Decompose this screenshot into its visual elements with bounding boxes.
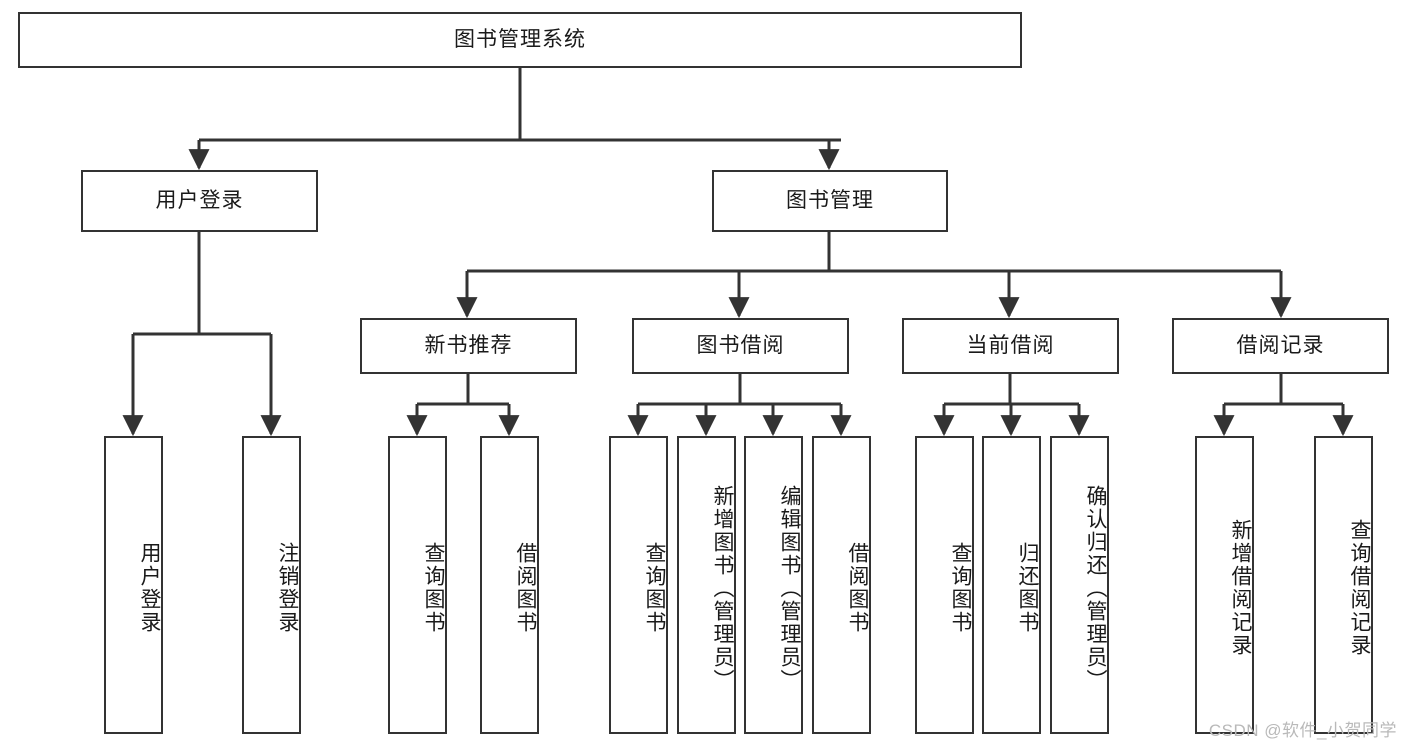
- node-book-manage[interactable]: 图书管理: [712, 170, 948, 232]
- leaf-add-borrow-record[interactable]: 新增借阅记录: [1195, 436, 1254, 734]
- leaf-borrow-book-2-label: 借阅图书: [846, 542, 869, 634]
- leaf-query-borrow-record-label: 查询借阅记录: [1348, 519, 1371, 657]
- node-current-borrow-label: 当前借阅: [966, 334, 1055, 358]
- leaf-query-book-3-label: 查询图书: [949, 542, 972, 634]
- node-borrow-record-label: 借阅记录: [1236, 334, 1325, 358]
- leaf-logout[interactable]: 注销登录: [242, 436, 301, 734]
- leaf-query-borrow-record[interactable]: 查询借阅记录: [1314, 436, 1373, 734]
- leaf-query-book-1[interactable]: 查询图书: [388, 436, 447, 734]
- node-new-book-recommendation[interactable]: 新书推荐: [360, 318, 577, 374]
- leaf-query-book-1-label: 查询图书: [422, 542, 445, 634]
- node-borrow-record[interactable]: 借阅记录: [1172, 318, 1389, 374]
- leaf-borrow-book-2[interactable]: 借阅图书: [812, 436, 871, 734]
- leaf-add-book[interactable]: 新增图书（管理员）: [677, 436, 736, 734]
- leaf-user-login[interactable]: 用户登录: [104, 436, 163, 734]
- leaf-edit-book[interactable]: 编辑图书（管理员）: [744, 436, 803, 734]
- leaf-query-book-2[interactable]: 查询图书: [609, 436, 668, 734]
- leaf-borrow-book-1-label: 借阅图书: [514, 542, 537, 634]
- leaf-borrow-book-1[interactable]: 借阅图书: [480, 436, 539, 734]
- leaf-logout-label: 注销登录: [276, 542, 299, 634]
- leaf-confirm-return-label: 确认归还（管理员）: [1084, 484, 1107, 692]
- node-user-login[interactable]: 用户登录: [81, 170, 318, 232]
- leaf-query-book-3[interactable]: 查询图书: [915, 436, 974, 734]
- node-book-manage-label: 图书管理: [786, 189, 874, 213]
- node-user-login-label: 用户登录: [155, 189, 244, 213]
- leaf-return-book[interactable]: 归还图书: [982, 436, 1041, 734]
- node-new-book-recommendation-label: 新书推荐: [424, 334, 513, 358]
- leaf-confirm-return[interactable]: 确认归还（管理员）: [1050, 436, 1109, 734]
- node-book-borrow[interactable]: 图书借阅: [632, 318, 849, 374]
- node-root-label: 图书管理系统: [454, 28, 586, 52]
- leaf-return-book-label: 归还图书: [1016, 542, 1039, 634]
- leaf-query-book-2-label: 查询图书: [643, 542, 666, 634]
- leaf-add-borrow-record-label: 新增借阅记录: [1229, 519, 1252, 657]
- leaf-edit-book-label: 编辑图书（管理员）: [778, 484, 801, 692]
- node-book-borrow-label: 图书借阅: [696, 334, 785, 358]
- leaf-add-book-label: 新增图书（管理员）: [711, 484, 734, 692]
- leaf-user-login-label: 用户登录: [138, 542, 161, 634]
- node-current-borrow[interactable]: 当前借阅: [902, 318, 1119, 374]
- node-root[interactable]: 图书管理系统: [18, 12, 1022, 68]
